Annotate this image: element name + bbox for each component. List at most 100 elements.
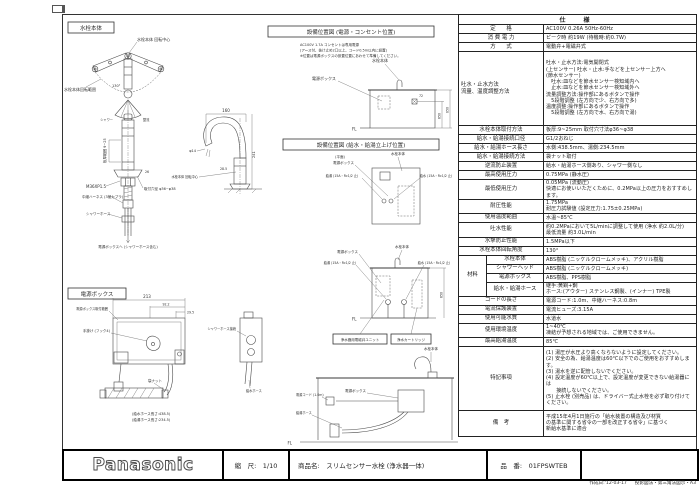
approval-cell	[582, 451, 697, 479]
spec-label: 吐水性能	[458, 221, 544, 238]
spec-value: 1.5MPa以下	[543, 236, 697, 247]
dim-phi14: φ14	[189, 149, 197, 153]
table-row: 吐水・止水方法 流量、温度調整方法吐水・止水方法:電気開閉式 (上センサー) 吐…	[458, 51, 697, 126]
hot-hose-label: 給湯ホース	[296, 410, 312, 415]
nut-label: 袋ナット	[148, 378, 162, 383]
to-power-box-label: 電源ボックスへ (シャワーホース含む)	[98, 244, 158, 249]
table-row: 消 費 電 力ピーク時 約19W (待機時:約0.7W)	[458, 33, 697, 43]
spec-label: 消 費 電 力	[458, 33, 544, 43]
table-row: 備 考平成15年4月1日施行の「給水装置の構造及び材質 の基準に関する省令の一部…	[458, 409, 697, 437]
spec-value: ABS樹脂 (ニッケルクロームメッキ)、アクリル樹脂	[543, 254, 697, 265]
spec-label: 給水・給湯接続方法	[458, 152, 544, 162]
rotation-range-label: 水栓本体回転範囲	[64, 86, 96, 92]
callout2-faucet-label: 水栓本体	[391, 151, 405, 156]
spec-value: 水道水	[543, 313, 697, 324]
spec-value: 1~40℃ 凍結が予想される地域では、ご使用できません。	[543, 322, 697, 338]
callout2-cold-label-plan: 給水 (15A・Rc1/2 止)	[420, 173, 453, 178]
spec-value: ABS樹脂、PPS樹脂	[543, 272, 697, 283]
callout1-dim-850: 850	[446, 107, 450, 113]
spec-label: 給水・給湯ホース長さ	[458, 143, 544, 153]
rotation-center-label: 水栓本体 回転中心	[137, 36, 170, 42]
faucet-side-view: 160 φ14 241 28.5 水栓本体 回転中心	[171, 108, 262, 195]
created-date: 作成日:'12-03-17	[589, 481, 627, 486]
power-dim-92: 92.2	[162, 303, 169, 307]
spec-value: 吐水・止水方法:電気開閉式 (上センサー) 吐水・止水:手などを上センサー上方へ…	[543, 51, 697, 126]
cad-drawing: 水栓本体 130° 水栓本体 回転中心 水栓本体回転範囲 シャワー 整流	[64, 21, 458, 446]
side-elev-box-label: 電源ボックス	[345, 388, 366, 393]
power-range-label: 電源ボックス取付範囲	[76, 306, 108, 311]
spec-value: 継手:黄銅+鋼 ホース:(アウター) ステンレス鋼製、(インナー) TPE製	[543, 281, 697, 297]
callout2-faucet-label-elev: 水栓本体	[395, 244, 409, 249]
table-row: 逆流防止装置給水・給湯ホース側あり、シャワー側なし	[458, 161, 697, 171]
callout1-title: 設備位置図 (電源・コンセント位置)	[307, 28, 396, 36]
side-rotation-center-label: 水栓本体 回転中心	[171, 174, 198, 179]
model-number-cell: 品 番: 01FPSWTEB	[488, 451, 582, 479]
spec-value: 1.75MPa 耐圧力試験値 (設定圧力:1.75±0.25MPa)	[543, 198, 697, 214]
spec-label: 水栓本体	[486, 254, 544, 265]
faucet-top-view: 130° 水栓本体 回転中心 水栓本体回転範囲 シャワー 整流	[64, 36, 170, 122]
model-number: 品 番: 01FPSWTEB	[500, 462, 568, 470]
spec-label: 最低使用圧力	[458, 179, 544, 200]
spec-value: (1) 湯圧が水圧より高くならないように設定してください。 (2) 安全の為、給…	[543, 345, 697, 411]
plate-range-dim: 板厚範囲 9~25	[102, 138, 107, 163]
corner-mark	[52, 5, 65, 13]
spec-value: 袋ナット取付	[543, 152, 697, 162]
power-box-section-label: 電源ボックス	[67, 287, 127, 300]
spec-label: 水栓本体回転角度	[458, 245, 544, 256]
callout2-fl-label: FL	[352, 317, 357, 322]
callout1-faucet-label: 水栓本体	[372, 57, 388, 63]
power-dim-29: 29.5	[187, 311, 194, 315]
spec-value: 給水・給湯ホース側あり、シャワー側なし	[543, 161, 697, 171]
callout1-dim-650: 650	[438, 113, 442, 119]
spec-label: 水栓本体取付方法	[458, 125, 544, 135]
spec-value: 0.05MPa (流動圧) 快適にお使いいただくために、0.2MPa以上の圧力を…	[543, 179, 697, 200]
spec-label: 給水・給湯接続口径	[458, 134, 544, 144]
spec-label: コードの長さ	[458, 295, 544, 306]
callout-supply-position: 設備位置図 (給水・給湯立上げ位置) (平面) 電源ボックス 水栓本体 給湯 (…	[282, 138, 453, 345]
table-row: 使用温度範囲水温~85℃	[458, 212, 697, 223]
spec-value: 130°	[543, 245, 697, 256]
spec-label: 使用可能水質	[458, 313, 544, 324]
power-cord-label: 電源コード (1.0m)	[296, 392, 324, 397]
supply-hose-label: 給水ホース	[246, 388, 262, 393]
spec-value: 電動弁+電磁弁式	[543, 42, 697, 52]
shower-hose-label: シャワーホース	[86, 211, 111, 216]
side-elev-faucet-label: 水栓本体	[424, 346, 438, 351]
hose-length-water: (給水ホース長さ:438.5)	[132, 411, 171, 416]
table-row: 特記事項(1) 湯圧が水圧より高くならないように設定してください。 (2) 安全…	[458, 345, 697, 411]
spec-label: 使用温度範囲	[458, 212, 544, 223]
callout1-dim-72: 72	[419, 94, 423, 98]
brand-logo-cell: Panasonic	[64, 451, 224, 479]
scale-cell: 縮 尺: 1/10	[224, 451, 290, 479]
spec-label: 最高給湯温度	[458, 336, 544, 347]
spec-label: 水撃防止性能	[458, 236, 544, 247]
spec-label: 電流保護装置	[458, 304, 544, 315]
spec-value: 電源コード:1.0m、中継ハーネス:0.8m	[543, 295, 697, 306]
panasonic-logo: Panasonic	[92, 455, 194, 476]
spec-value: ABS樹脂 (ニッケルクロームメッキ)	[543, 263, 697, 274]
callout2-plan-note: (平面)	[335, 154, 345, 159]
callout1-box-label: 電源ボックス	[312, 75, 336, 81]
footer-note: 作成日:'12-03-17 投影図法・第三角法図示・A3	[540, 480, 696, 486]
spec-value: 水側:438.5mm、湯側:234.5mm	[543, 143, 697, 153]
straight-mode-label: 整流	[143, 117, 150, 122]
installation-side-elevation: 水栓本体 電源ボックス 電源コード (1.0m) 給湯ホース FL	[287, 346, 458, 446]
table-row: 電流保護装置電流ヒューズ:3.15A	[458, 304, 697, 315]
callout1-note3: ※位置は電源ボックスの設置位置にあわせて準備してください。	[300, 53, 401, 58]
spec-label: 逆流防止装置	[458, 161, 544, 171]
spec-label: シャワーヘッド	[486, 263, 544, 274]
harness-label: 中継ハーネス (3極カプラ)	[82, 194, 124, 199]
spec-value: 電流ヒューズ:3.15A	[543, 304, 697, 315]
callout2-dim: 650	[440, 292, 444, 298]
power-box-side-view: シャワーホース接続 給水ホース	[207, 311, 263, 393]
faucet-section-label: 水栓本体	[67, 21, 115, 34]
